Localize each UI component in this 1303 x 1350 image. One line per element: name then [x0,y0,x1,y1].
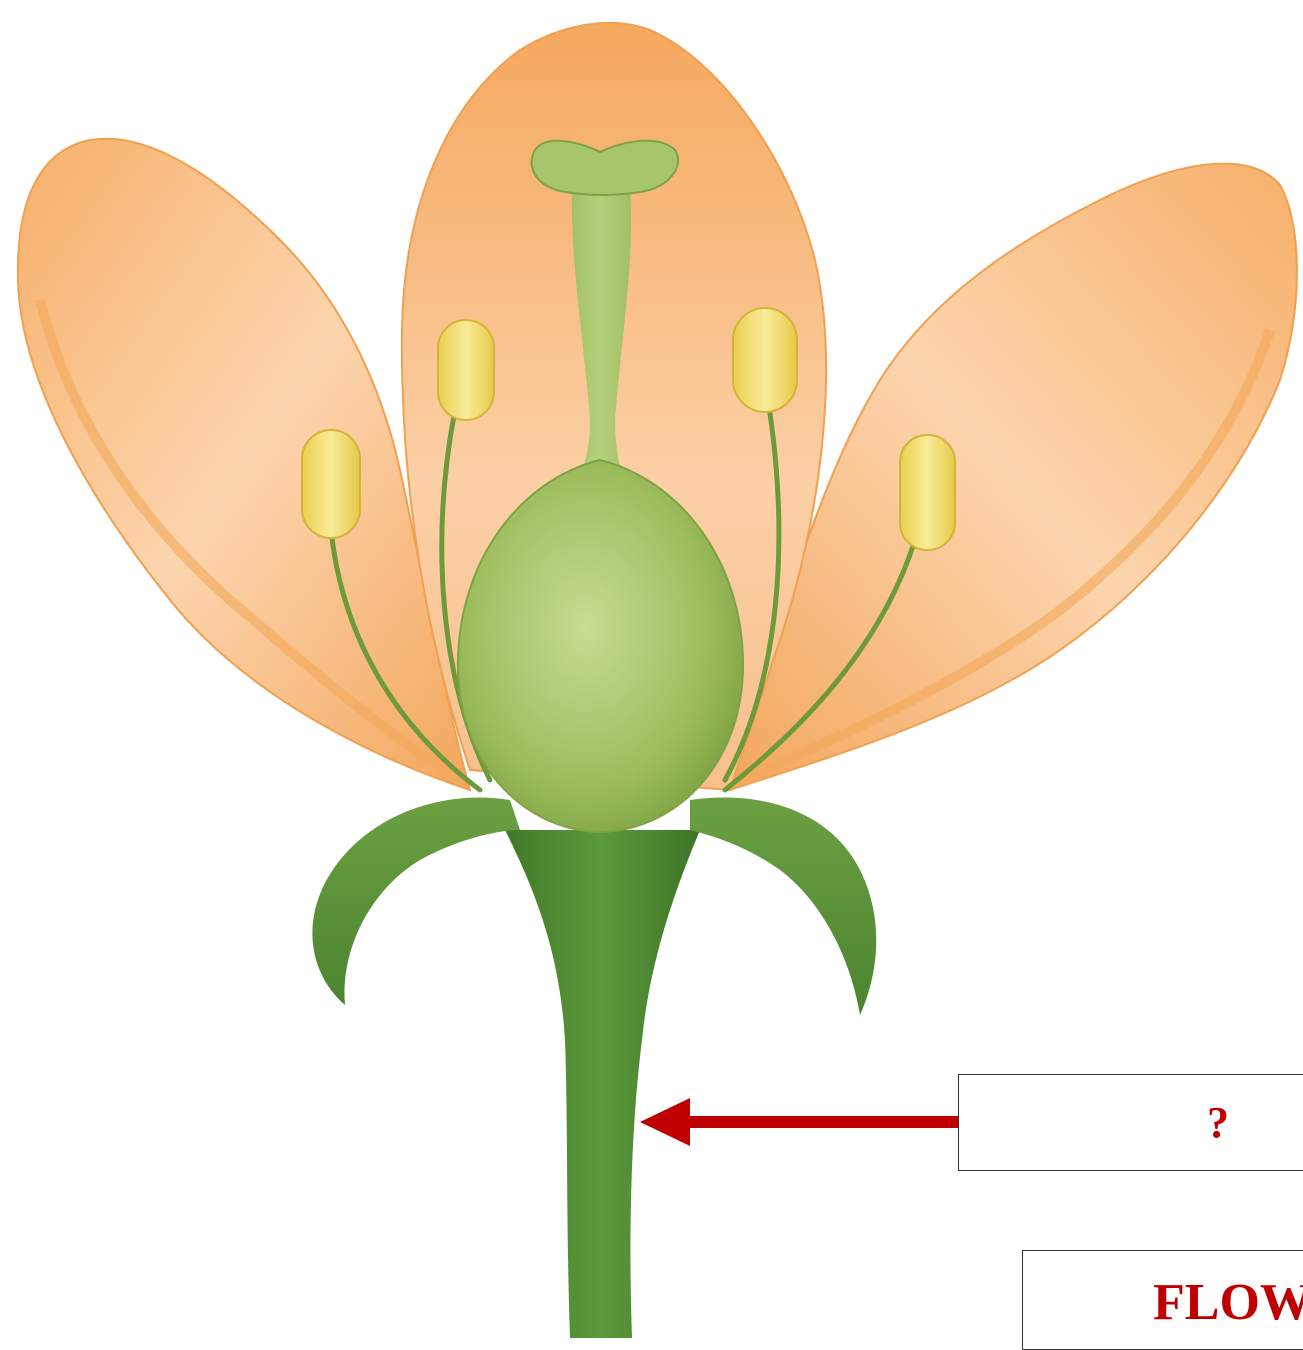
question-label: ? [1207,1097,1229,1148]
title-label: FLOWER [1153,1273,1303,1332]
stem [505,830,700,1338]
sepal-left [312,798,520,1006]
question-label-box: ? [958,1074,1303,1171]
sepal-right [690,798,876,1015]
title-label-box: FLOWER [1022,1250,1303,1350]
pistil-stigma [532,141,678,195]
petal-left [18,139,470,790]
arrow [640,1098,958,1146]
